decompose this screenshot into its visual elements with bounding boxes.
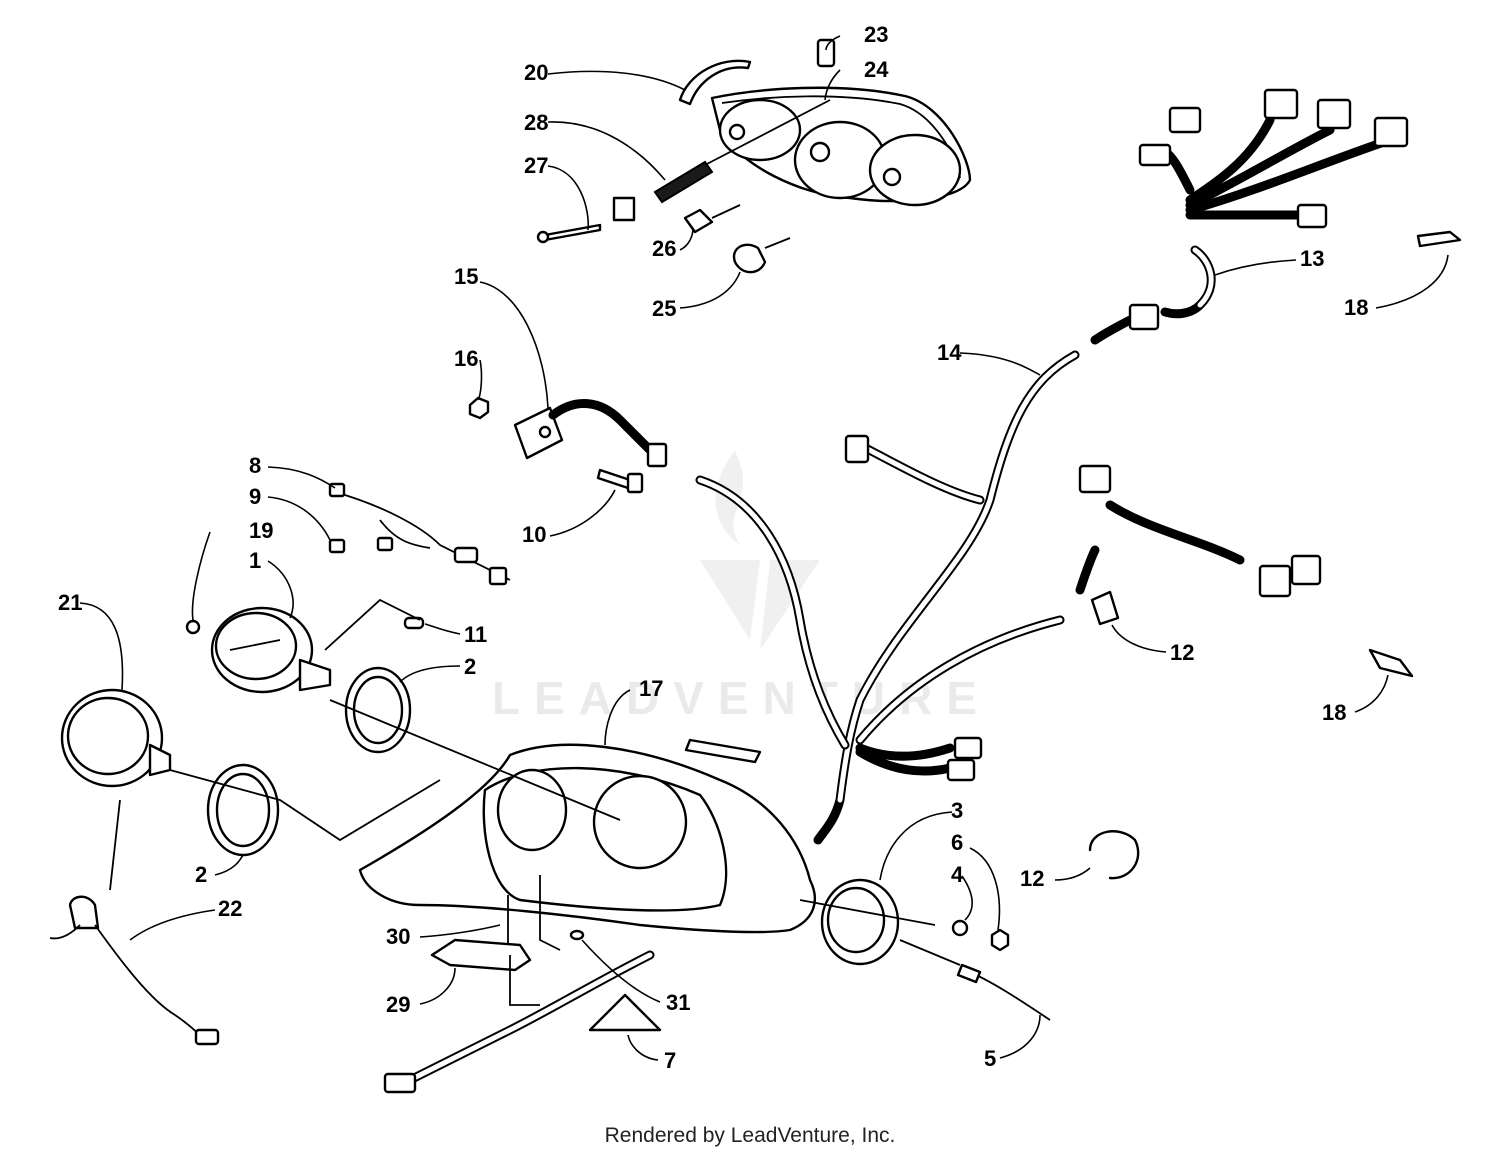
callout-20: 20 — [524, 60, 548, 85]
bulb-socket[interactable] — [732, 237, 791, 274]
callout-27: 27 — [524, 153, 548, 178]
callout-21: 21 — [58, 590, 82, 615]
harness-clip[interactable] — [1088, 830, 1140, 880]
callout-24: 24 — [864, 57, 889, 82]
headlight-assembly[interactable] — [710, 86, 972, 207]
callout-3: 3 — [951, 798, 963, 823]
callout-23: 23 — [864, 22, 888, 47]
headlight-bulb[interactable] — [683, 204, 741, 234]
warning-decal[interactable] — [588, 993, 662, 1032]
bulb-screw[interactable] — [185, 619, 201, 635]
callout-5: 5 — [984, 1046, 996, 1071]
callout-18-lower: 18 — [1322, 700, 1346, 725]
callout-17: 17 — [639, 676, 663, 701]
callout-29: 29 — [386, 992, 410, 1017]
fuel-gauge[interactable] — [820, 878, 961, 966]
upper-harness[interactable] — [1138, 88, 1409, 319]
callout-numbers: 20 28 27 23 24 26 25 15 16 10 8 9 19 1 1… — [58, 22, 1368, 1073]
callout-16: 16 — [454, 346, 478, 371]
callout-19: 19 — [249, 518, 273, 543]
callout-2-upper: 2 — [464, 654, 476, 679]
callout-2-lower: 2 — [195, 862, 207, 887]
adjuster-spring[interactable] — [653, 99, 831, 204]
adjuster-screw[interactable] — [536, 196, 636, 244]
callout-28: 28 — [524, 110, 548, 135]
callout-9: 9 — [249, 484, 261, 509]
mount-bracket[interactable] — [430, 938, 532, 972]
regulator-nut[interactable] — [468, 396, 490, 420]
callout-15: 15 — [454, 264, 478, 289]
callout-25: 25 — [652, 296, 676, 321]
callout-14: 14 — [937, 340, 962, 365]
headlight-clip[interactable] — [816, 38, 836, 68]
assembly-lines — [109, 598, 936, 1006]
spare-connector-lower[interactable] — [1368, 648, 1414, 678]
pilot-lamp-harness[interactable] — [49, 895, 220, 1046]
callout-11: 11 — [464, 622, 487, 647]
spare-connector-upper[interactable] — [1416, 230, 1462, 248]
regulator-bolt[interactable] — [596, 468, 644, 494]
instrument-sub-harness[interactable] — [328, 482, 511, 586]
dash-panel[interactable] — [358, 738, 817, 934]
callout-22: 22 — [218, 896, 242, 921]
callout-31: 31 — [666, 990, 690, 1015]
washer[interactable] — [951, 919, 969, 937]
harness-clip-mounted[interactable] — [1090, 590, 1120, 626]
watermark-text: LEADVENTURE — [492, 672, 991, 724]
callout-30: 30 — [386, 924, 410, 949]
callout-12-lower: 12 — [1020, 866, 1044, 891]
callout-7: 7 — [664, 1048, 676, 1073]
callout-4: 4 — [951, 862, 964, 887]
callout-26: 26 — [652, 236, 676, 261]
callout-6: 6 — [951, 830, 963, 855]
headlight-seal-strip[interactable] — [678, 59, 752, 106]
voltage-regulator[interactable] — [513, 399, 668, 468]
dash-washer[interactable] — [569, 929, 585, 941]
callout-1: 1 — [249, 548, 261, 573]
callout-10: 10 — [522, 522, 546, 547]
tachometer[interactable] — [60, 688, 172, 788]
callout-8: 8 — [249, 453, 261, 478]
callout-13: 13 — [1300, 246, 1324, 271]
main-wiring-harness[interactable] — [383, 303, 1322, 1094]
indicator-bulb[interactable] — [403, 616, 425, 630]
callout-18-upper: 18 — [1344, 295, 1368, 320]
footer-credit: Rendered by LeadVenture, Inc. — [604, 1124, 896, 1147]
speedometer[interactable] — [210, 606, 332, 694]
callout-12-upper: 12 — [1170, 640, 1194, 665]
leader-lines — [79, 35, 1449, 1061]
gauge-nut[interactable] — [990, 928, 1010, 952]
